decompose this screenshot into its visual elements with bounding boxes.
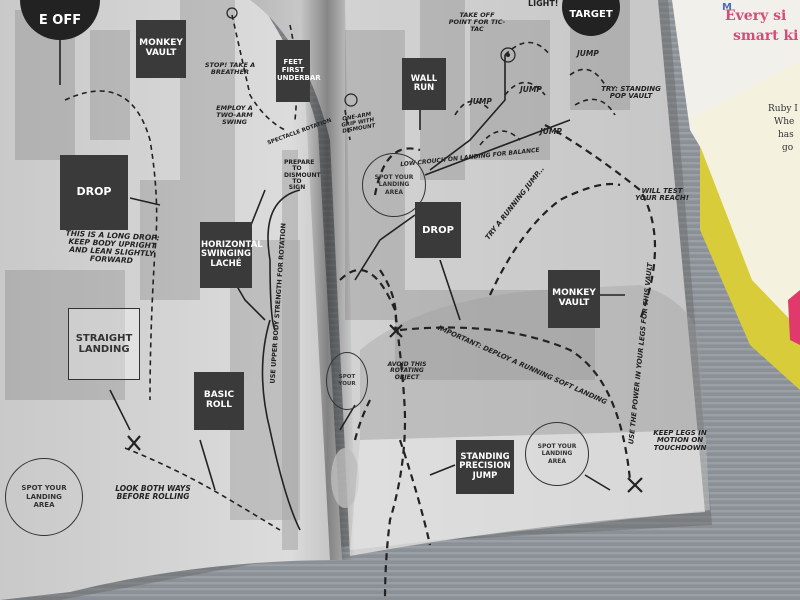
feet-first-label: FEET FIRST UNDERBAR — [277, 58, 321, 82]
look-note: LOOK BOTH WAYS BEFORE ROLLING — [115, 484, 191, 501]
stop-note: STOP! TAKE A BREATHER — [204, 61, 256, 76]
right-page — [250, 0, 705, 556]
wall-run-label: WALL RUN — [410, 73, 438, 93]
reach-note: WILL TEST YOUR REACH! — [635, 187, 689, 203]
wall-run-box: WALL RUN — [402, 58, 446, 110]
jump-label-1: JUMP — [470, 97, 492, 106]
monkey-vault-box-right: MONKEY VAULT — [548, 270, 600, 328]
drop-box-left: DROP — [60, 155, 128, 230]
straight-landing-label: STRAIGHT LANDING — [75, 332, 133, 356]
two-arm-note: EMPLOY A TWO-ARM SWING — [216, 104, 253, 126]
monkey-vault-label-right: MONKEY VAULT — [552, 288, 596, 308]
avoid-note: AVOID THIS ROTATING OBJECT — [387, 361, 427, 381]
basic-roll-box: BASIC ROLL — [194, 372, 244, 430]
drop-note: THIS IS A LONG DROP: KEEP BODY UPRIGHT A… — [65, 228, 160, 265]
prepare-note: PREPARE TO DISMOUNT TO SIGN — [284, 159, 321, 192]
drop-box-right: DROP — [415, 202, 461, 258]
drop-label-right: DROP — [422, 224, 454, 236]
straight-landing-box: STRAIGHT LANDING — [68, 308, 140, 380]
spot-landing-circle-left: SPOT YOUR LANDING AREA — [5, 458, 83, 536]
bg-book-letter: M — [722, 2, 732, 13]
standing-precision-box: STANDING PRECISION JUMP — [456, 440, 514, 494]
keep-legs-note: KEEP LEGS IN MOTION ON TOUCHDOWN — [653, 429, 707, 452]
bg-book-title-2: smart ki — [733, 28, 799, 44]
take-off-note: TAKE OFF POINT FOR TIC-TAC — [448, 11, 506, 33]
monkey-vault-box-left: MONKEY VAULT — [136, 20, 186, 78]
light-note-partial: LIGHT! — [528, 0, 559, 8]
jump-label-4: JUMP — [540, 127, 562, 136]
bg-book-title-1: Every si — [725, 8, 787, 24]
spot-landing-circle-top: SPOT YOUR LANDING AREA — [362, 153, 426, 217]
left-page — [0, 0, 342, 600]
spot-partial-circle: SPOT YOUR — [326, 352, 368, 410]
bg-book-text-1: Ruby I — [768, 104, 798, 114]
take-off-badge-label: E OFF — [38, 12, 82, 28]
jump-label-2: JUMP — [520, 85, 542, 94]
spot-landing-circle-right: SPOT YOUR LANDING AREA — [525, 422, 589, 486]
target-badge-label: TARGET — [569, 8, 613, 20]
bg-book-text-4: go — [782, 143, 794, 153]
try-note: TRY: STANDING POP VAULT — [601, 85, 661, 101]
feet-first-box: FEET FIRST UNDERBAR — [276, 40, 321, 102]
basic-roll-label: BASIC ROLL — [203, 390, 235, 410]
horizontal-lache-label: HORIZONTAL SWINGING LACHÉ — [201, 239, 263, 269]
bg-book-text-2: Whe — [774, 117, 795, 127]
bg-book-text-3: has — [778, 130, 794, 140]
cream-book-page — [690, 60, 800, 330]
horizontal-lache-box: HORIZONTAL SWINGING LACHÉ — [200, 222, 263, 288]
jump-label-3: JUMP — [577, 49, 599, 58]
drop-label-left: DROP — [76, 185, 112, 199]
monkey-vault-label-left: MONKEY VAULT — [139, 38, 183, 58]
pink-book-edge — [788, 290, 800, 345]
standing-precision-label: STANDING PRECISION JUMP — [459, 451, 511, 481]
